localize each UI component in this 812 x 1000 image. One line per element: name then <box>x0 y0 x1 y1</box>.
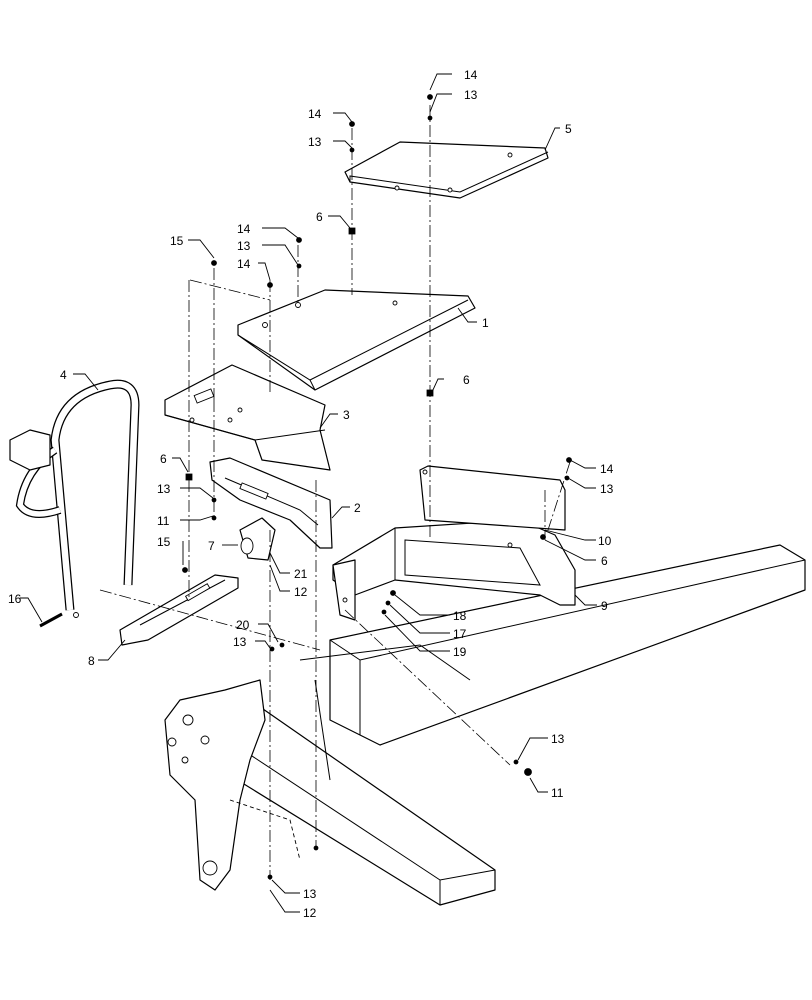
callout-13: 13 <box>157 482 171 496</box>
part-5-top-cover <box>344 141 549 199</box>
callout-18: 18 <box>453 609 467 623</box>
callout-14: 14 <box>600 462 614 476</box>
callout-16: 16 <box>8 592 22 606</box>
main-frame <box>164 544 806 906</box>
callout-17: 17 <box>453 627 467 641</box>
callout-14: 14 <box>308 107 322 121</box>
part-2-bracket <box>209 457 333 549</box>
callout-labels: 14 13 14 13 5 6 14 15 13 14 1 4 6 3 6 14… <box>8 68 614 920</box>
callout-5: 5 <box>565 122 572 136</box>
callout-13: 13 <box>600 482 614 496</box>
callout-13: 13 <box>233 635 247 649</box>
part-8-lower-bracket <box>119 574 239 646</box>
callout-19: 19 <box>453 645 467 659</box>
callout-9: 9 <box>601 599 608 613</box>
assembly-axis-lines <box>99 105 571 880</box>
callout-13: 13 <box>303 887 317 901</box>
callout-13: 13 <box>551 732 565 746</box>
callout-12: 12 <box>303 906 317 920</box>
callout-2: 2 <box>354 501 361 515</box>
part-3-step-plate <box>164 364 331 471</box>
callout-3: 3 <box>343 408 350 422</box>
callout-8: 8 <box>88 654 95 668</box>
callout-11: 11 <box>157 514 170 528</box>
part-7-mount <box>239 517 276 561</box>
callout-10: 10 <box>598 534 612 548</box>
callout-15: 15 <box>170 234 184 248</box>
callout-6: 6 <box>601 554 608 568</box>
callout-12: 12 <box>294 585 308 599</box>
callout-13: 13 <box>237 239 251 253</box>
part-1-platform-plate <box>237 289 476 391</box>
part-4-handrail <box>9 379 140 618</box>
callout-6: 6 <box>463 373 470 387</box>
callout-11: 11 <box>551 786 564 800</box>
callout-21: 21 <box>294 567 308 581</box>
callout-20: 20 <box>236 618 250 632</box>
callout-13: 13 <box>308 135 322 149</box>
hardware <box>39 94 572 880</box>
callout-14: 14 <box>237 257 251 271</box>
part-10-side-panel <box>419 465 566 531</box>
callout-7: 7 <box>208 539 215 553</box>
callout-15: 15 <box>157 535 171 549</box>
callout-6: 6 <box>160 452 167 466</box>
callout-14: 14 <box>237 222 251 236</box>
callout-leaders <box>20 73 597 913</box>
callout-13: 13 <box>464 88 478 102</box>
callout-4: 4 <box>60 368 67 382</box>
callout-1: 1 <box>482 316 489 330</box>
callout-14: 14 <box>464 68 478 82</box>
callout-6: 6 <box>316 210 323 224</box>
